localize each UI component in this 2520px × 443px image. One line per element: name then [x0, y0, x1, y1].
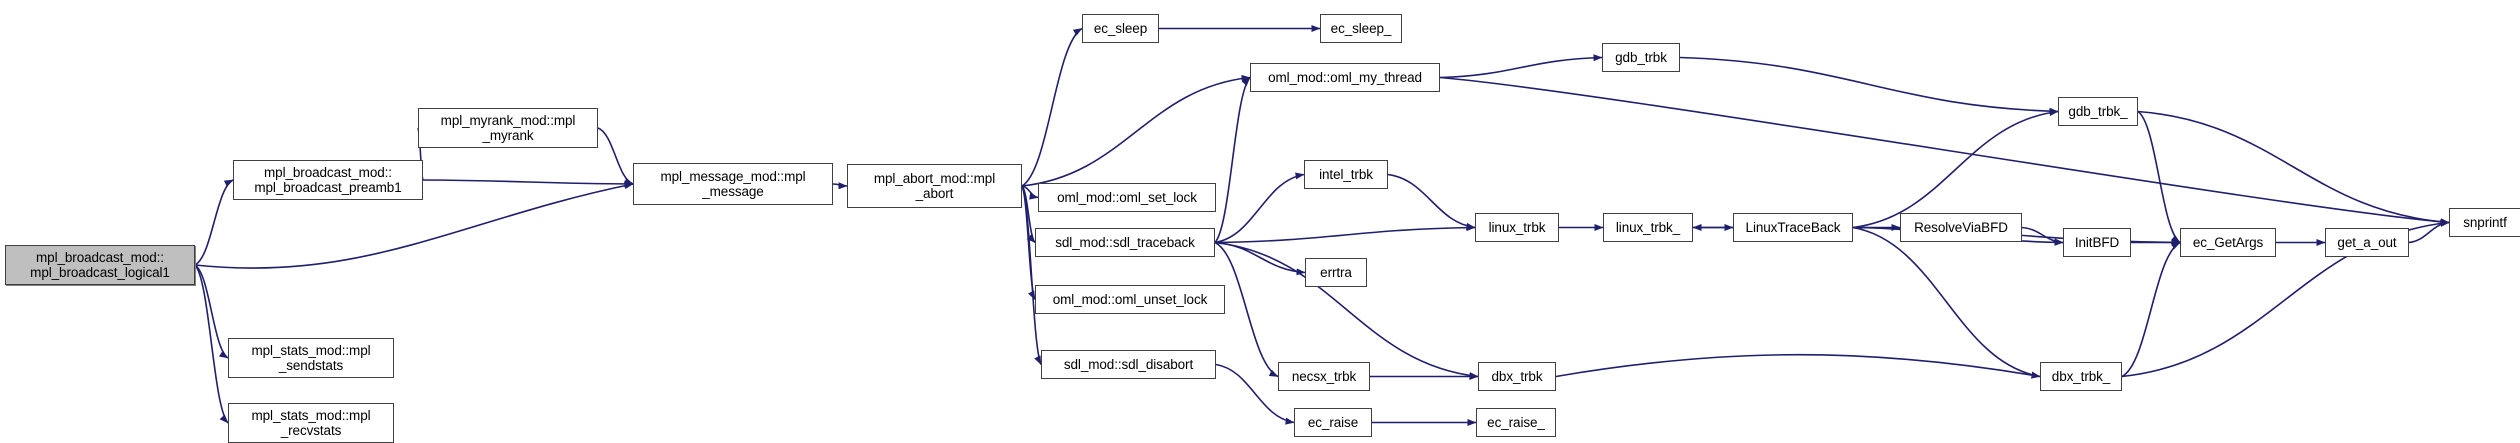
- graph-node-label: ec_sleep_: [1330, 21, 1392, 36]
- graph-edge: [194, 179, 234, 266]
- graph-edge: [1387, 173, 1476, 230]
- graph-node[interactable]: mpl_message_mod::mpl _message: [633, 163, 833, 205]
- graph-node-label: mpl_broadcast_mod:: mpl_broadcast_preamb…: [254, 165, 402, 195]
- graph-edge: [1021, 27, 1083, 187]
- graph-edge: [1214, 172, 1305, 244]
- graph-edge: [1852, 109, 2059, 229]
- graph-edge: [2137, 110, 2450, 226]
- graph-node[interactable]: LinuxTraceBack: [1733, 213, 1853, 242]
- graph-edge: [1021, 185, 1042, 365]
- graph-node-label: necsx_trbk: [1291, 369, 1357, 384]
- graph-node-label: mpl_abort_mod::mpl _abort: [873, 171, 996, 201]
- graph-edge: [2121, 241, 2181, 378]
- graph-node[interactable]: mpl_abort_mod::mpl _abort: [847, 164, 1022, 208]
- graph-node[interactable]: ec_raise: [1294, 408, 1372, 437]
- graph-node-label: oml_mod::oml_unset_lock: [1052, 292, 1208, 307]
- graph-node[interactable]: sdl_mod::sdl_disabort: [1041, 350, 1216, 379]
- graph-edge: [1214, 224, 1476, 244]
- graph-node-label: intel_trbk: [1319, 167, 1373, 182]
- graph-node-label: linux_trbk_: [1615, 220, 1681, 235]
- graph-node-label: mpl_myrank_mod::mpl _myrank: [440, 113, 576, 143]
- graph-edge: [1439, 76, 2450, 226]
- graph-node[interactable]: errtra: [1305, 258, 1367, 287]
- graph-edge: [1679, 56, 2059, 115]
- graph-edge: [1021, 74, 1251, 187]
- graph-node-label: gdb_trbk_: [2068, 104, 2128, 119]
- graph-node[interactable]: mpl_broadcast_mod:: mpl_broadcast_logica…: [5, 245, 195, 285]
- graph-node[interactable]: necsx_trbk: [1278, 362, 1370, 391]
- graph-node-label: sdl_mod::sdl_disabort: [1063, 357, 1194, 372]
- graph-node-label: dbx_trbk_: [2051, 369, 2111, 384]
- graph-edge: [2021, 226, 2064, 246]
- graph-node-label: oml_mod::oml_my_thread: [1268, 70, 1422, 85]
- graph-node-label: dbx_trbk: [1491, 369, 1543, 384]
- graph-node[interactable]: intel_trbk: [1304, 160, 1388, 189]
- graph-node[interactable]: ec_sleep: [1082, 14, 1159, 43]
- graph-node[interactable]: dbx_trbk_: [2040, 362, 2122, 391]
- graph-node[interactable]: linux_trbk: [1475, 213, 1559, 242]
- graph-node-label: mpl_stats_mod::mpl _recvstats: [251, 408, 371, 438]
- graph-edge: [1555, 353, 2041, 379]
- graph-node-label: mpl_broadcast_mod:: mpl_broadcast_logica…: [30, 250, 170, 280]
- graph-edge: [2137, 110, 2181, 244]
- graph-node[interactable]: ec_sleep_: [1320, 14, 1402, 43]
- graph-node[interactable]: ec_raise_: [1476, 408, 1556, 437]
- graph-edge: [1214, 241, 1306, 276]
- graph-edge: [422, 179, 634, 188]
- graph-edge: [1021, 185, 1039, 200]
- graph-node[interactable]: get_a_out: [2325, 228, 2409, 257]
- graph-node[interactable]: oml_mod::oml_unset_lock: [1035, 285, 1225, 314]
- graph-node-label: sdl_mod::sdl_traceback: [1055, 235, 1195, 250]
- graph-edge: [1021, 185, 1036, 244]
- graph-node-label: ec_sleep: [1093, 21, 1148, 36]
- graph-node[interactable]: InitBFD: [2063, 228, 2131, 257]
- graph-node-label: linux_trbk: [1488, 220, 1546, 235]
- graph-node[interactable]: mpl_stats_mod::mpl _sendstats: [228, 338, 394, 378]
- graph-node[interactable]: mpl_stats_mod::mpl _recvstats: [228, 403, 394, 443]
- graph-edge: [2408, 219, 2450, 244]
- graph-node[interactable]: oml_mod::oml_my_thread: [1250, 63, 1440, 92]
- graph-node-label: mpl_stats_mod::mpl _sendstats: [251, 343, 371, 373]
- graph-node-label: oml_mod::oml_set_lock: [1057, 190, 1197, 205]
- graph-edge: [1852, 226, 2041, 379]
- graph-node-label: gdb_trbk: [1615, 50, 1667, 65]
- graph-node-label: LinuxTraceBack: [1745, 220, 1841, 235]
- graph-node[interactable]: ec_GetArgs: [2180, 228, 2276, 257]
- graph-node-label: snprintf: [2463, 215, 2507, 230]
- graph-edge: [194, 264, 229, 359]
- graph-node-label: mpl_message_mod::mpl _message: [660, 169, 806, 199]
- graph-node[interactable]: gdb_trbk: [1602, 43, 1680, 72]
- graph-node-label: ec_GetArgs: [2192, 235, 2264, 250]
- graph-edge: [1214, 76, 1251, 244]
- graph-node[interactable]: linux_trbk_: [1603, 213, 1693, 242]
- graph-node[interactable]: mpl_myrank_mod::mpl _myrank: [418, 108, 598, 148]
- graph-edge: [1021, 185, 1036, 300]
- graph-node[interactable]: ResolveViaBFD: [1900, 213, 2022, 242]
- graph-node[interactable]: snprintf: [2449, 208, 2520, 237]
- graph-node[interactable]: mpl_broadcast_mod:: mpl_broadcast_preamb…: [233, 160, 423, 200]
- graph-edge: [597, 127, 634, 185]
- graph-node-label: get_a_out: [2337, 235, 2397, 250]
- graph-node-label: InitBFD: [2074, 235, 2120, 250]
- graph-edge: [1439, 54, 1603, 79]
- graph-edge: [832, 182, 848, 190]
- graph-edge: [194, 264, 229, 424]
- graph-node[interactable]: oml_mod::oml_set_lock: [1038, 183, 1216, 212]
- graph-node-label: ResolveViaBFD: [1914, 220, 2008, 235]
- graph-node-label: ec_raise_: [1487, 415, 1545, 430]
- graph-node[interactable]: dbx_trbk: [1478, 362, 1556, 391]
- graph-node[interactable]: sdl_mod::sdl_traceback: [1035, 228, 1215, 257]
- graph-node-label: ec_raise: [1307, 415, 1359, 430]
- graph-node-label: errtra: [1320, 265, 1352, 280]
- graph-node[interactable]: gdb_trbk_: [2058, 97, 2138, 126]
